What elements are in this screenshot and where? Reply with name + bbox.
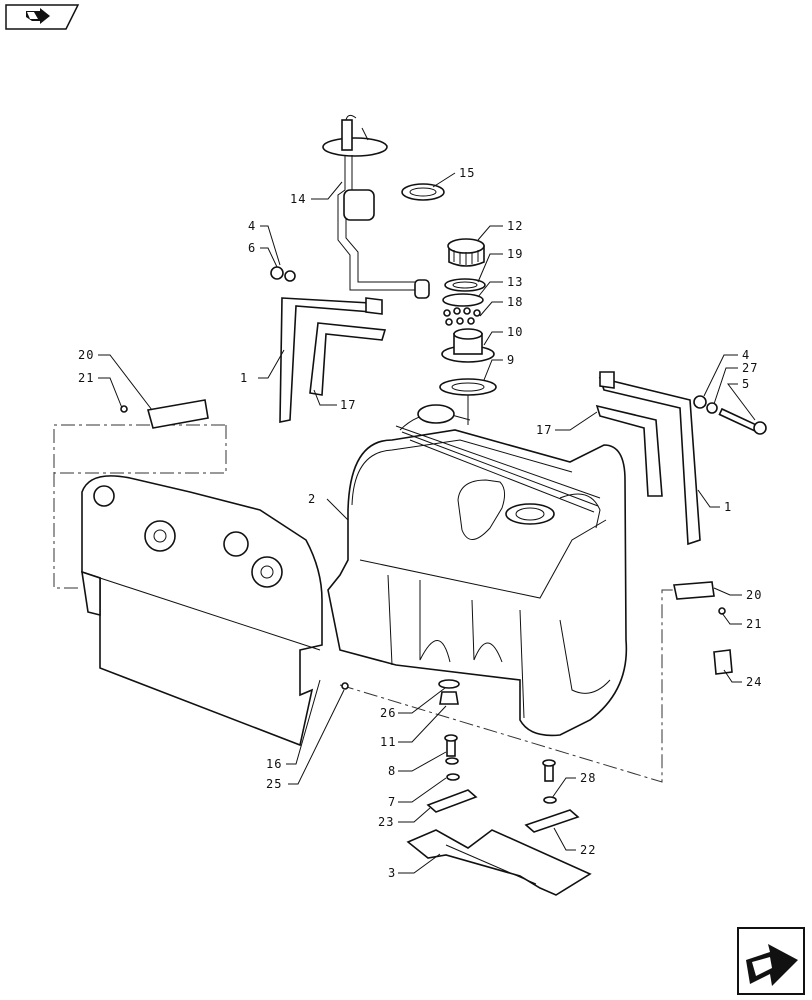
callout-17-right: 17 [536,423,552,437]
callout-6: 6 [248,241,256,255]
bracket-right [673,581,726,615]
callout-27: 27 [742,361,758,375]
strap-left [279,297,383,423]
callout-25: 25 [266,777,282,791]
back-button[interactable] [5,4,80,30]
next-page-arrow-icon [746,944,798,986]
callout-20-left: 20 [78,348,94,362]
mounting-plate [406,829,592,896]
callout-12: 12 [507,219,523,233]
callout-7: 7 [388,795,396,809]
grommet-set [442,293,484,326]
rubber-pads [426,789,580,833]
callout-24: 24 [746,675,762,689]
callout-13: 13 [507,275,523,289]
filler-cap [447,238,485,267]
callout-2: 2 [308,492,316,506]
callout-20-right: 20 [746,588,762,602]
bolt-set-right [693,395,767,435]
mount-bolts [444,734,557,804]
callout-15: 15 [459,166,475,180]
callout-19: 19 [507,247,523,261]
callout-17-left: 17 [340,398,356,412]
callout-16: 16 [266,757,282,771]
fuel-tank [327,404,628,737]
strap-pad-right [595,404,663,497]
leader-lines [98,172,756,874]
fuel-sender-unit [322,114,430,299]
callout-1-left: 1 [240,371,248,385]
decal [713,649,733,675]
callout-5: 5 [742,377,750,391]
callout-28: 28 [580,771,596,785]
callout-26: 26 [380,706,396,720]
callout-labels: 1 1 2 3 4 4 5 6 7 8 9 10 11 12 13 14 15 … [78,166,762,880]
callout-4-left: 4 [248,219,256,233]
strap-pad-left [309,322,387,396]
phantom-lines [53,424,680,783]
cap-gasket [444,278,486,292]
callout-21-left: 21 [78,371,94,385]
callout-18: 18 [507,295,523,309]
callout-1-right: 1 [724,500,732,514]
flange-gasket [439,378,497,396]
callout-14: 14 [290,192,306,206]
nut-left [270,266,296,282]
callout-3: 3 [388,866,396,880]
callout-11: 11 [380,735,396,749]
callout-9: 9 [507,353,515,367]
back-arrow-icon [26,8,50,24]
filler-neck-flange [441,328,495,363]
bracket-left [120,399,209,429]
rear-shield-panel [81,475,349,747]
callout-4-right: 4 [742,348,750,362]
callout-8: 8 [388,764,396,778]
lock-ring [401,183,445,201]
callout-22: 22 [580,843,596,857]
next-page-button[interactable] [737,927,805,995]
callout-23: 23 [378,815,394,829]
callout-10: 10 [507,325,523,339]
drain-plug [438,679,460,705]
callout-21-right: 21 [746,617,762,631]
strap-right [598,371,701,546]
